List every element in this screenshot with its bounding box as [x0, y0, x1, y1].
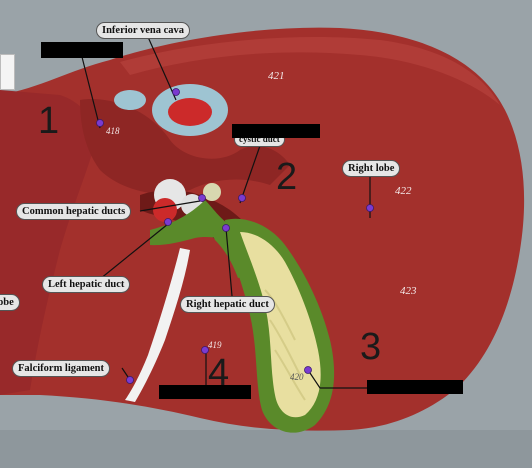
- redaction-mask-1: [41, 42, 123, 58]
- model-tag-421: 421: [268, 70, 285, 82]
- pin-left-hepatic: [164, 218, 172, 226]
- table-surface: [0, 430, 532, 468]
- leader-right-hepatic: [225, 227, 233, 297]
- redaction-mask-2: [232, 124, 320, 138]
- model-tag-420: 420: [290, 372, 304, 382]
- model-tag-422: 422: [395, 185, 412, 197]
- left-lobe-region: [0, 90, 94, 395]
- leader-common-hepatic: [139, 200, 201, 212]
- hepatic-artery-cut: [153, 198, 177, 222]
- model-tag-419: 419: [208, 340, 222, 350]
- ivc-lumen: [168, 98, 212, 126]
- pins: [96, 88, 374, 384]
- leader-ivc: [147, 36, 177, 101]
- label-left-lobe-partial: obe: [0, 294, 20, 311]
- falciform-ligament: [125, 248, 190, 402]
- pin-common-hepatic: [198, 194, 206, 202]
- label-common-hepatic-ducts: Common hepatic ducts: [16, 203, 132, 220]
- number-1: 1: [38, 100, 60, 142]
- number-2: 2: [276, 156, 298, 198]
- gallbladder-texture: [264, 289, 306, 401]
- liver-sheen: [120, 36, 500, 105]
- label-left-hepatic-duct: Left hepatic duct: [42, 276, 131, 293]
- redaction-mask-3: [367, 380, 463, 394]
- number-3: 3: [360, 326, 382, 368]
- number-4: 4: [208, 352, 230, 394]
- redaction-mask-4: [159, 385, 251, 399]
- portal-vessel-3: [203, 183, 221, 201]
- model-tag-418: 418: [106, 126, 120, 136]
- leader-mask-3: [307, 369, 368, 389]
- pin-1: [96, 119, 104, 127]
- label-inferior-vena-cava: Inferior vena cava: [96, 22, 191, 39]
- label-right-hepatic-duct: Right hepatic duct: [180, 296, 275, 313]
- hepatic-vein: [114, 90, 146, 110]
- edge-tab: [0, 54, 15, 90]
- pin-falciform: [126, 376, 134, 384]
- pin-ivc: [172, 88, 180, 96]
- leader-left-hepatic: [99, 223, 169, 280]
- caudate-ridge: [80, 99, 290, 194]
- pin-right-hepatic: [222, 224, 230, 232]
- pin-2: [238, 194, 246, 202]
- pin-right-lobe: [366, 204, 374, 212]
- leader-mask-2: [239, 139, 263, 204]
- label-falciform-ligament: Falciform ligament: [12, 360, 111, 377]
- model-tag-423: 423: [400, 285, 417, 297]
- leader-mask-1: [81, 56, 101, 129]
- pin-3: [304, 366, 312, 374]
- pin-4: [201, 346, 209, 354]
- gallbladder-inner: [240, 232, 321, 418]
- label-right-lobe: Right lobe: [342, 160, 401, 177]
